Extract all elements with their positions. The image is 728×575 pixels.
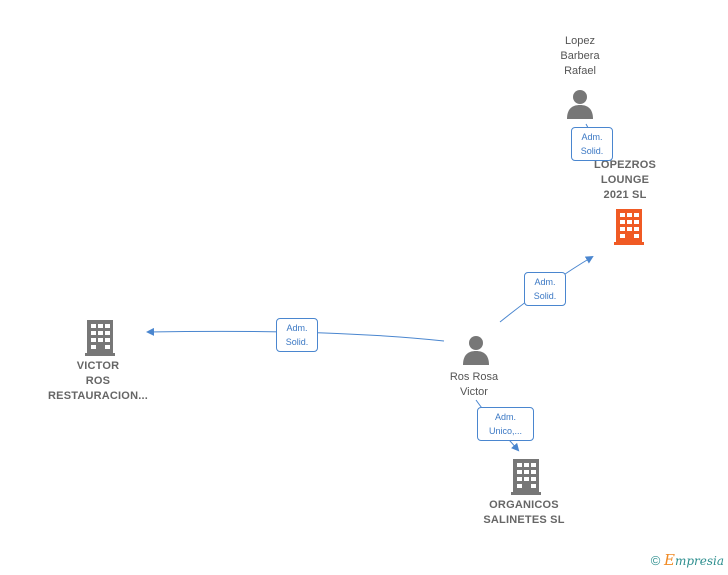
building-icon[interactable]: [85, 320, 115, 356]
node-label-lopezros-lounge[interactable]: LOPEZROS LOUNGE 2021 SL: [593, 159, 657, 201]
node-label-victor-ros-restauracion[interactable]: VICTOR ROS RESTAURACION...: [48, 360, 148, 402]
person-icon[interactable]: [462, 335, 490, 365]
node-label-organicos-salinetes[interactable]: ORGANICOS SALINETES SL: [483, 499, 565, 526]
node-label-ros-rosa-victor[interactable]: Ros Rosa Victor: [449, 371, 499, 398]
edge-label-e3[interactable]: Adm. Solid.: [276, 318, 318, 352]
edge-label-e2[interactable]: Adm. Solid.: [524, 272, 566, 306]
brand-initial: E: [663, 551, 675, 569]
copyright-symbol: ©: [650, 553, 661, 568]
empresia-logo[interactable]: Empresia: [663, 551, 724, 569]
brand-rest: mpresia: [674, 554, 724, 568]
edge-label-e1[interactable]: Adm. Solid.: [571, 127, 613, 161]
node-label-lopez-barbera-rafael[interactable]: Lopez Barbera Rafael: [560, 35, 600, 77]
building-icon[interactable]: [511, 459, 541, 495]
edge-label-e4[interactable]: Adm. Unico,...: [477, 407, 534, 441]
building-icon[interactable]: [614, 209, 644, 245]
person-icon[interactable]: [566, 89, 594, 119]
copyright-notice: © Empresia: [651, 551, 724, 569]
